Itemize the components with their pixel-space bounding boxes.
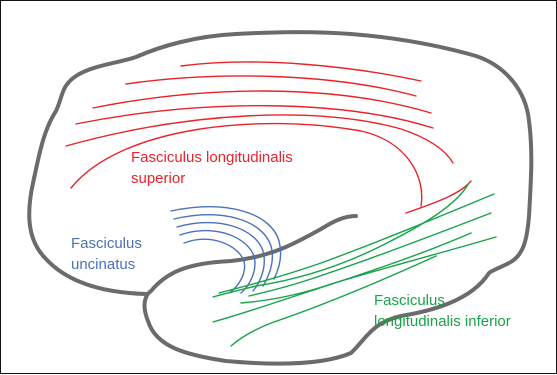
label-superior-fasciculus: Fasciculus longitudinalis superior bbox=[131, 147, 293, 189]
superior-fiber bbox=[93, 91, 431, 113]
superior-fasciculus-fibers bbox=[66, 62, 471, 213]
superior-fiber bbox=[126, 76, 416, 96]
label-uncinatus-line2: uncinatus bbox=[71, 254, 142, 275]
label-inferior-fasciculus: Fasciculus longitudinalis inferior bbox=[374, 290, 511, 332]
label-inferior-line1: Fasciculus bbox=[374, 290, 511, 311]
label-superior-line1: Fasciculus longitudinalis bbox=[131, 147, 293, 168]
label-inferior-line2: longitudinalis inferior bbox=[374, 311, 511, 332]
superior-fiber bbox=[76, 106, 433, 128]
label-uncinate-fasciculus: Fasciculus uncinatus bbox=[71, 233, 142, 275]
label-superior-line2: superior bbox=[131, 168, 293, 189]
uncinatus-fiber bbox=[174, 215, 272, 286]
label-uncinatus-line1: Fasciculus bbox=[71, 233, 142, 254]
inferior-fiber bbox=[249, 213, 491, 296]
